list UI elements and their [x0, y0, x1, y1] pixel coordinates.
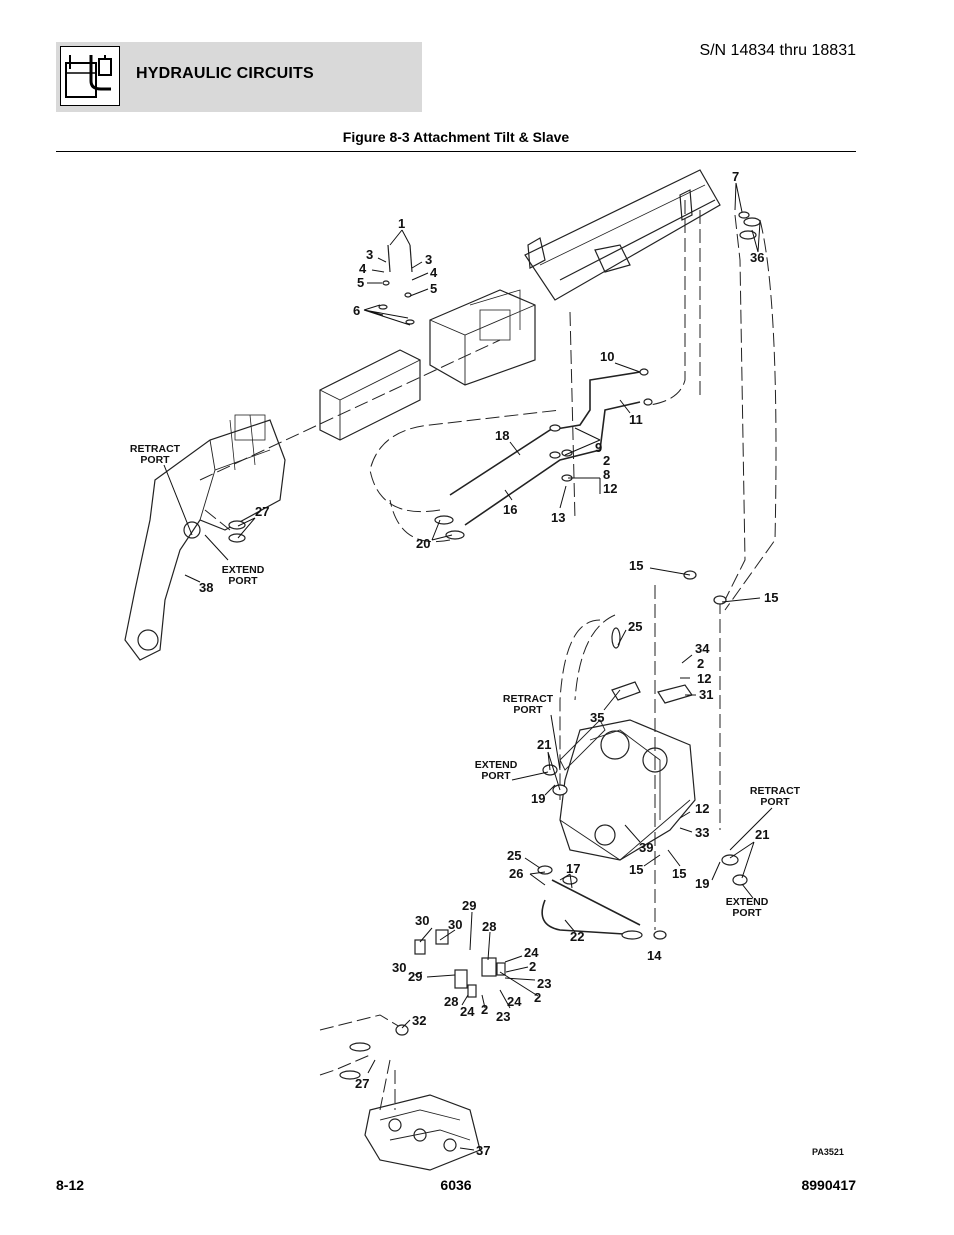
callout-23a: 23 [537, 976, 551, 991]
port-label-retract-middle: RETRACT [503, 693, 554, 705]
callout-20: 20 [416, 536, 430, 551]
callout-15d: 15 [672, 866, 686, 881]
callout-25a: 25 [628, 619, 642, 634]
attachment-carrier-right [559, 719, 696, 861]
callout-24a: 24 [524, 945, 539, 960]
plate-31 [657, 684, 693, 704]
callout-5b: 5 [430, 281, 437, 296]
port-label-extend-left: EXTEND [222, 564, 265, 576]
callout-31: 31 [699, 687, 713, 702]
callout-4a: 4 [359, 261, 367, 276]
callout-15a: 15 [629, 558, 643, 573]
callout-2b: 2 [697, 656, 704, 671]
callout-19a: 19 [531, 791, 545, 806]
callout-labels: 1 3 3 4 4 5 5 6 7 36 10 11 9 18 2 8 12 1… [199, 169, 778, 1158]
svg-text:PORT: PORT [481, 770, 511, 782]
callout-2d: 2 [534, 990, 541, 1005]
tube-18 [449, 371, 641, 496]
callout-30c: 30 [392, 960, 406, 975]
hose-route-left [369, 409, 561, 513]
boom-inner-section [319, 349, 421, 441]
callout-23b: 23 [496, 1009, 510, 1024]
callout-15b: 15 [764, 590, 778, 605]
callout-6: 6 [353, 303, 360, 318]
callout-19b: 19 [695, 876, 709, 891]
port-label-extend-middle: EXTEND [475, 759, 518, 771]
tube-16 [464, 401, 641, 526]
callout-29b: 29 [408, 969, 422, 984]
callout-1: 1 [398, 216, 405, 231]
header-rule [56, 151, 856, 152]
figure-title: Figure 8-3 Attachment Tilt & Slave [342, 129, 570, 145]
tube-22 [541, 899, 641, 936]
callout-8: 8 [603, 467, 610, 482]
attachment-carrier-left [124, 419, 286, 661]
callout-36: 36 [750, 250, 764, 265]
control-valve [364, 1094, 481, 1171]
serial-range: S/N 14834 thru 18831 [699, 42, 856, 59]
callout-30a: 30 [415, 913, 429, 928]
callout-15c: 15 [629, 862, 643, 877]
callout-22: 22 [570, 929, 584, 944]
callout-9: 9 [595, 440, 602, 455]
port-label-retract-right: RETRACT [750, 785, 801, 797]
callout-5a: 5 [357, 275, 364, 290]
drawing-id: PA3521 [812, 1147, 844, 1157]
callout-33: 33 [695, 825, 709, 840]
callout-2c: 2 [529, 959, 536, 974]
callout-13: 13 [551, 510, 565, 525]
callout-11: 11 [629, 412, 643, 427]
callout-27a: 27 [255, 504, 269, 519]
port-label-retract-left: RETRACT [130, 443, 181, 455]
callout-27b: 27 [355, 1076, 369, 1091]
callout-14: 14 [647, 948, 662, 963]
model-number: 6036 [440, 1177, 472, 1193]
callout-12a: 12 [603, 481, 617, 496]
document-number: 8990417 [801, 1177, 856, 1193]
callout-32: 32 [412, 1013, 426, 1028]
callout-28b: 28 [444, 994, 458, 1009]
plate-35 [611, 681, 641, 701]
callout-24b: 24 [460, 1004, 475, 1019]
callout-38: 38 [199, 580, 213, 595]
callout-2e: 2 [481, 1002, 488, 1017]
callout-37: 37 [476, 1143, 490, 1158]
svg-text:PORT: PORT [513, 704, 543, 716]
callout-12c: 12 [695, 801, 709, 816]
callout-3a: 3 [366, 247, 373, 262]
callout-17: 17 [566, 861, 580, 876]
boom-head-block [429, 289, 536, 386]
svg-text:PORT: PORT [760, 796, 790, 808]
port-label-extend-right: EXTEND [726, 896, 769, 908]
page-number: 8-12 [56, 1177, 85, 1193]
svg-text:PORT: PORT [228, 575, 258, 587]
callout-18: 18 [495, 428, 509, 443]
callout-39: 39 [639, 840, 653, 855]
callout-3b: 3 [425, 252, 432, 267]
boom-upper-section [524, 169, 721, 301]
callout-35: 35 [590, 710, 604, 725]
hydraulic-tank-icon [60, 46, 120, 106]
callout-4b: 4 [430, 265, 438, 280]
svg-text:PORT: PORT [732, 907, 762, 919]
callout-7: 7 [732, 169, 739, 184]
section-title: HYDRAULIC CIRCUITS [136, 65, 314, 82]
callout-28a: 28 [482, 919, 496, 934]
callout-16: 16 [503, 502, 517, 517]
svg-text:PORT: PORT [140, 454, 170, 466]
callout-24c: 24 [507, 994, 522, 1009]
hose-route-upper [724, 214, 746, 601]
callout-34: 34 [695, 641, 710, 656]
callout-29a: 29 [462, 898, 476, 913]
callout-30b: 30 [448, 917, 462, 932]
callout-21b: 21 [755, 827, 769, 842]
callout-26: 26 [509, 866, 523, 881]
callout-2a: 2 [603, 453, 610, 468]
callout-25b: 25 [507, 848, 521, 863]
callout-21a: 21 [537, 737, 551, 752]
fitting-7a [738, 211, 750, 219]
callout-12b: 12 [697, 671, 711, 686]
callout-10: 10 [600, 349, 614, 364]
